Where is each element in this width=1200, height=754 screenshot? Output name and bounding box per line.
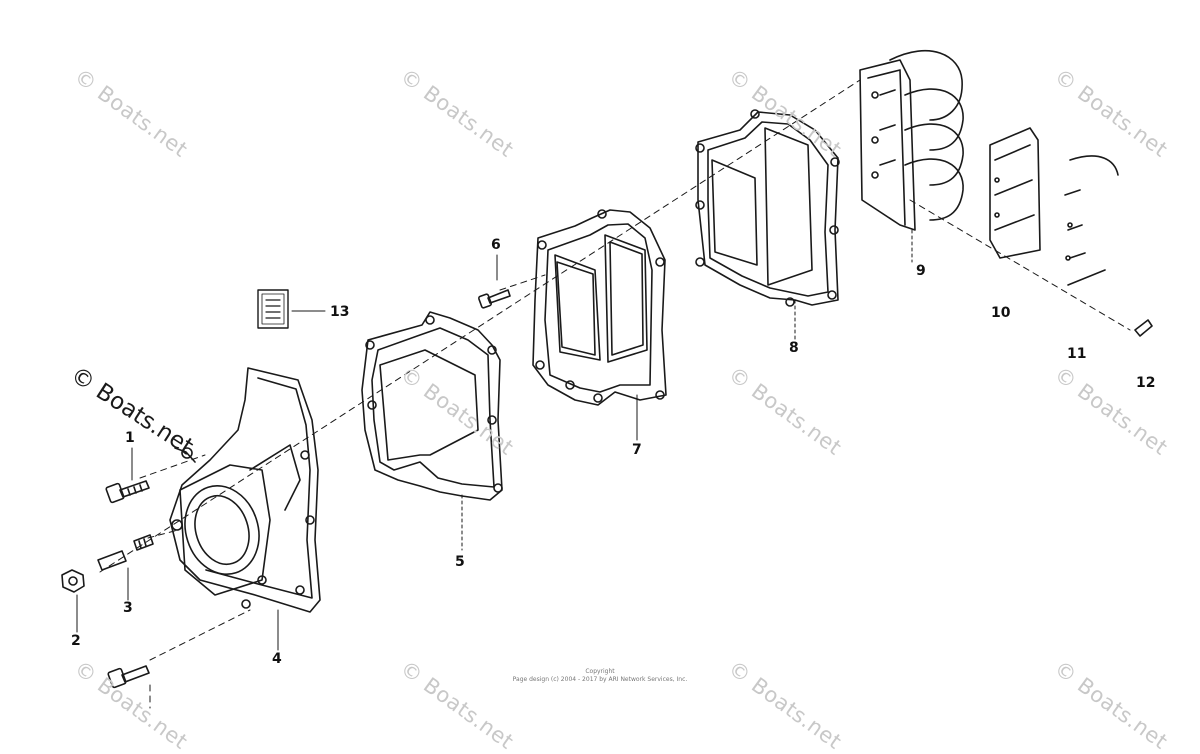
callout-11: 11 — [1067, 346, 1087, 362]
part-10-reed-petals — [989, 127, 1041, 259]
copyright-line-2: Page design (c) 2004 - 2017 by ARI Netwo… — [512, 676, 688, 683]
copyright-line-1: Copyright — [585, 668, 615, 675]
part-3-pins — [97, 534, 154, 571]
callout-13: 13 — [330, 304, 350, 320]
diagram-drawing — [61, 50, 1153, 709]
callout-8: 8 — [789, 340, 799, 356]
part-8-gasket — [695, 109, 840, 307]
assembly-axis-lines — [99, 79, 1131, 709]
part-4-lower-screw — [107, 665, 150, 689]
part-1-screw — [105, 480, 150, 504]
part-6-screw — [478, 289, 511, 309]
exploded-parts-diagram: © Boats.net © Boats.net © Boats.net © Bo… — [61, 50, 1172, 754]
callout-5: 5 — [455, 554, 465, 570]
part-11-stop-plate — [1064, 155, 1119, 286]
part-5-gasket — [361, 311, 503, 501]
callout-1: 1 — [125, 430, 135, 446]
callout-12: 12 — [1136, 375, 1156, 391]
part-13-decal — [257, 289, 289, 329]
part-2-nut — [61, 569, 85, 593]
part-9-reed-block — [859, 50, 964, 231]
callout-2: 2 — [71, 633, 81, 649]
leader-lines — [76, 229, 913, 651]
callout-4: 4 — [272, 651, 282, 667]
callout-7: 7 — [632, 442, 642, 458]
callout-10: 10 — [991, 305, 1011, 321]
callout-6: 6 — [491, 237, 501, 253]
part-12-screw — [1134, 319, 1153, 337]
part-7-reed-plate — [532, 209, 667, 406]
part-4-reed-housing — [169, 367, 321, 613]
callout-9: 9 — [916, 263, 926, 279]
callout-3: 3 — [123, 600, 133, 616]
